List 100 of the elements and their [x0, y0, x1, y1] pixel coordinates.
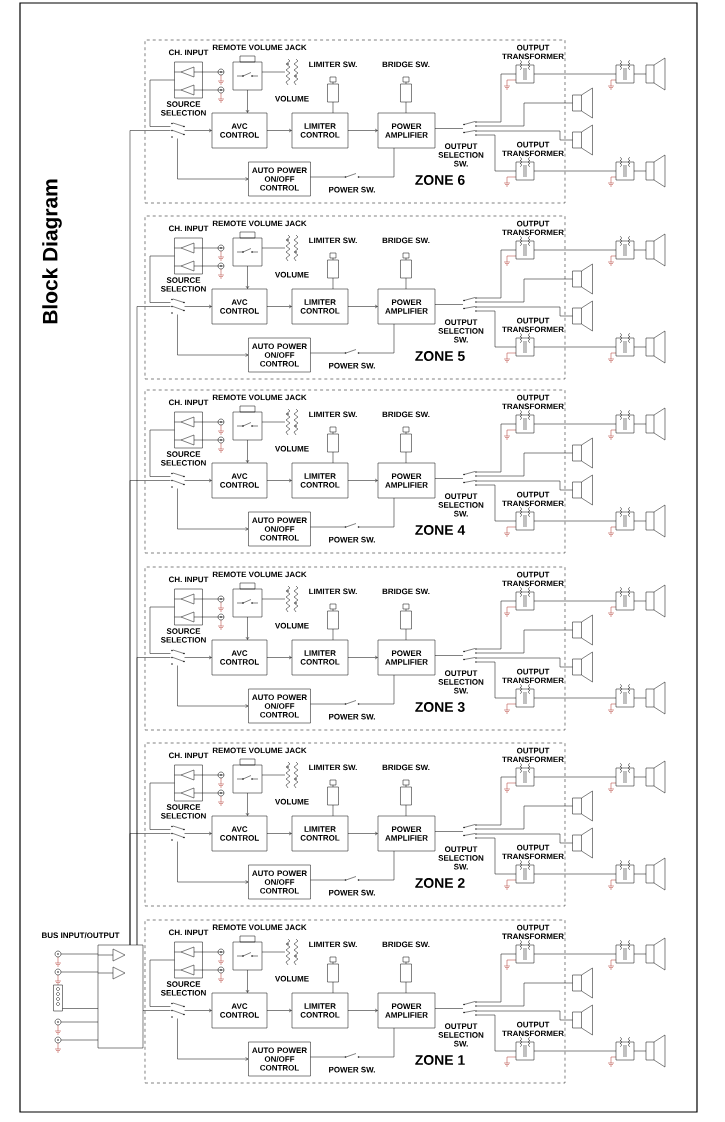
connector-line	[310, 1056, 346, 1058]
connector-line	[358, 1027, 395, 1058]
connector-line	[476, 423, 517, 473]
input-jack	[217, 68, 225, 76]
speaker	[572, 474, 593, 506]
arrow	[347, 655, 378, 660]
arrow	[347, 831, 378, 836]
arrow	[177, 1018, 249, 1061]
arrow	[266, 1008, 292, 1013]
arrow	[245, 969, 250, 993]
connector-line	[476, 657, 573, 668]
connector-block	[53, 984, 63, 1012]
connector-line	[332, 451, 334, 464]
connector-line	[261, 421, 286, 423]
connector-line	[533, 346, 617, 348]
input-jack	[217, 771, 225, 779]
connector-line	[202, 89, 225, 91]
connector-line	[202, 598, 225, 600]
transformer	[615, 236, 635, 260]
arrow	[184, 128, 212, 133]
speaker	[572, 1004, 593, 1036]
connector-line	[533, 73, 617, 75]
connector-line	[310, 703, 346, 705]
speaker	[645, 937, 666, 971]
connector-line	[633, 776, 647, 778]
speaker	[645, 504, 666, 538]
speaker	[645, 681, 666, 715]
connector-line	[149, 959, 175, 1007]
connector-line	[476, 134, 517, 172]
arrow	[184, 304, 212, 309]
connector-line	[476, 661, 517, 699]
speaker	[572, 124, 593, 156]
transformer	[615, 410, 635, 434]
connector-line	[633, 73, 647, 75]
transformer	[615, 157, 635, 181]
input-jack	[54, 950, 62, 958]
connector-line	[261, 598, 286, 600]
speaker	[572, 651, 593, 683]
input-jack	[217, 436, 225, 444]
connector-line	[434, 128, 464, 129]
connector-line	[633, 697, 647, 699]
connector-line	[476, 484, 517, 522]
connector-line	[476, 776, 517, 826]
arrow	[177, 665, 249, 708]
arrow	[245, 265, 250, 289]
connector-line	[202, 247, 225, 249]
connector-line	[60, 953, 99, 955]
arrow	[347, 304, 378, 309]
arrow	[266, 128, 292, 133]
arrow	[245, 89, 250, 113]
connector-line	[476, 249, 517, 299]
connector-line	[202, 71, 225, 73]
connector-line	[136, 657, 171, 946]
connector-line	[476, 1010, 573, 1021]
speaker	[645, 233, 666, 267]
speaker	[645, 330, 666, 364]
connector-line	[533, 953, 617, 955]
connector-line	[310, 879, 346, 881]
connector-line	[476, 837, 517, 875]
arrow	[184, 655, 212, 660]
connector-line	[405, 101, 407, 114]
input-jack	[217, 244, 225, 252]
input-jack	[217, 613, 225, 621]
connector-line	[261, 951, 286, 953]
arrow	[177, 841, 249, 884]
connector-line	[60, 971, 99, 973]
connector-line	[332, 277, 334, 290]
arrow	[266, 831, 292, 836]
speaker	[572, 87, 593, 119]
speaker	[572, 263, 593, 295]
connector-line	[202, 774, 225, 776]
speaker	[645, 584, 666, 618]
connector-line	[202, 951, 225, 953]
connector-line	[202, 265, 225, 267]
speaker	[572, 827, 593, 859]
connector-line	[261, 247, 286, 249]
input-jack	[217, 418, 225, 426]
connector-line	[434, 831, 464, 832]
connector-line	[476, 982, 573, 1007]
connector-line	[261, 71, 286, 73]
connector-line	[310, 176, 346, 178]
connector-line	[533, 249, 617, 251]
connector-line	[405, 451, 407, 464]
arrow	[347, 1008, 378, 1013]
connector-line	[142, 1010, 171, 1011]
input-jack	[217, 948, 225, 956]
speaker	[645, 154, 666, 188]
speaker	[645, 57, 666, 91]
connector-line	[476, 480, 573, 491]
connector-line	[476, 306, 573, 317]
connector-line	[332, 628, 334, 641]
transformer	[615, 587, 635, 611]
connector-line	[476, 452, 573, 477]
connector-line	[476, 600, 517, 650]
connector-line	[405, 981, 407, 994]
input-jack	[217, 595, 225, 603]
connector-line	[434, 304, 464, 305]
arrow	[184, 831, 212, 836]
connector-line	[533, 170, 617, 172]
connector-line	[405, 804, 407, 817]
